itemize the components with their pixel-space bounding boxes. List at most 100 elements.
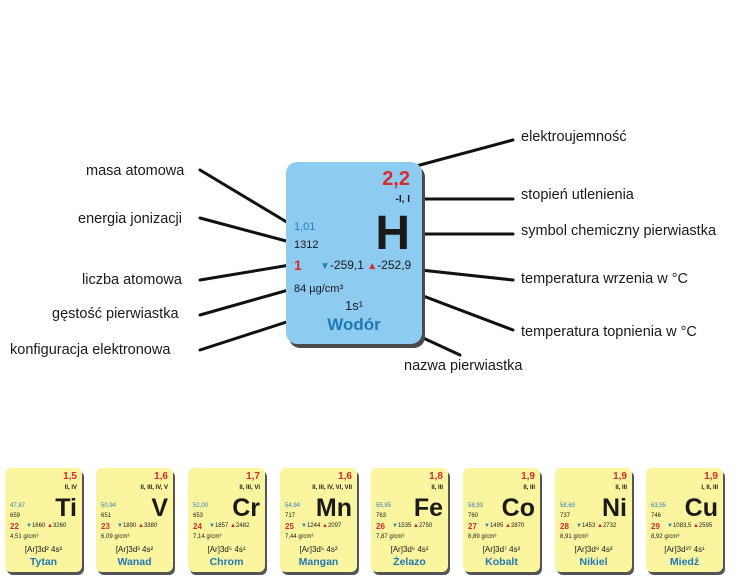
tile-atomic-mass: 50,94 bbox=[101, 503, 117, 509]
label-electronegativity: elektroujemność bbox=[521, 129, 627, 145]
tile-configuration: [Ar]3d¹⁰ 4s¹ bbox=[664, 545, 705, 554]
tile-temperatures: ▼1244 ▲2097 bbox=[301, 523, 341, 529]
label-density: gęstość pierwiastka bbox=[52, 306, 179, 322]
tile-boiling: 2870 bbox=[510, 523, 525, 529]
tile-ionization: 737 bbox=[560, 513, 571, 519]
tile-symbol: Mn bbox=[315, 494, 352, 522]
tile-boiling: 3380 bbox=[143, 523, 158, 529]
tile-symbol: Cr bbox=[232, 494, 260, 522]
tile-ionization: 659 bbox=[10, 513, 21, 519]
tile-melting: 1535 bbox=[397, 523, 412, 529]
boiling-triangle-icon: ▲ bbox=[412, 523, 419, 529]
tile-atomic-number: 28 bbox=[560, 522, 569, 531]
tile-atomic-mass: 47,87 bbox=[10, 503, 26, 509]
tile-ionization: 746 bbox=[651, 513, 662, 519]
tile-temperatures: ▼1495 ▲2870 bbox=[484, 523, 524, 529]
tile-configuration: [Ar]3d⁶ 4s² bbox=[390, 545, 429, 554]
tile-boiling: 2750 bbox=[418, 523, 433, 529]
tile-electronegativity: 1,9 bbox=[521, 471, 535, 482]
label-ionization: energia jonizacji bbox=[78, 211, 182, 227]
tile-oxidation: II, III bbox=[523, 485, 535, 491]
tile-symbol: Fe bbox=[413, 494, 443, 522]
leader-atomic-mass bbox=[198, 168, 292, 226]
tile-atomic-number: 24 bbox=[193, 522, 202, 531]
tile-electronegativity: 1,8 bbox=[429, 471, 443, 482]
tile-ionization: 763 bbox=[376, 513, 387, 519]
melting-triangle-icon: ▼ bbox=[576, 523, 582, 529]
card-electronegativity: 2,2 bbox=[382, 168, 410, 190]
tile-atomic-number: 27 bbox=[468, 522, 477, 531]
tile-boiling: 2482 bbox=[235, 523, 250, 529]
card-ionization: 1312 bbox=[294, 239, 319, 251]
tile-oxidation: II, III, VI bbox=[239, 485, 260, 491]
card-melting: -259,1 bbox=[329, 258, 364, 272]
tile-density: 7,44 g/cm³ bbox=[285, 534, 314, 540]
tile-ionization: 651 bbox=[101, 513, 112, 519]
tile-density: 8,89 g/cm³ bbox=[468, 534, 497, 540]
card-atomic-mass: 1,01 bbox=[294, 221, 316, 233]
boiling-triangle-icon: ▲ bbox=[692, 523, 699, 529]
tile-atomic-number: 29 bbox=[651, 522, 660, 531]
tile-density: 8,91 g/cm³ bbox=[560, 534, 589, 540]
tile-name: Kobalt bbox=[485, 556, 518, 568]
tile-boiling: 2097 bbox=[327, 523, 342, 529]
boiling-triangle-icon: ▲ bbox=[596, 523, 603, 529]
tile-configuration: [Ar]3d⁵ 4s² bbox=[299, 545, 338, 554]
tile-symbol: Cu bbox=[684, 494, 718, 522]
tile-atomic-mass: 52,00 bbox=[193, 503, 209, 509]
tile-density: 4,51 g/cm³ bbox=[10, 534, 39, 540]
tile-density: 7,14 g/cm³ bbox=[193, 534, 222, 540]
tile-electronegativity: 1,6 bbox=[154, 471, 168, 482]
tile-electronegativity: 1,9 bbox=[704, 471, 718, 482]
tile-temperatures: ▼1857 ▲2482 bbox=[209, 523, 249, 529]
melting-triangle-icon: ▼ bbox=[209, 523, 215, 529]
card-configuration: 1s¹ bbox=[344, 298, 364, 313]
tile-atomic-number: 23 bbox=[101, 522, 110, 531]
tile-boiling: 2732 bbox=[602, 523, 617, 529]
tile-atomic-mass: 54,94 bbox=[285, 503, 301, 509]
tile-symbol: Ni bbox=[602, 494, 627, 522]
boiling-triangle-icon: ▲ bbox=[367, 261, 378, 272]
tile-boiling: 3260 bbox=[52, 523, 67, 529]
tile-configuration: [Ar]3d⁷ 4s² bbox=[482, 545, 521, 554]
tile-density: 6,09 g/cm³ bbox=[101, 534, 130, 540]
tile-melting: 1857 bbox=[214, 523, 229, 529]
tile-electronegativity: 1,6 bbox=[338, 471, 352, 482]
tile-name: Wanad bbox=[117, 556, 152, 568]
label-atomic-number: liczba atomowa bbox=[82, 272, 182, 288]
boiling-triangle-icon: ▲ bbox=[229, 523, 236, 529]
tile-ionization: 760 bbox=[468, 513, 479, 519]
tile-density: 7,87 g/cm³ bbox=[376, 534, 405, 540]
card-density: 84 µg/cm³ bbox=[294, 283, 344, 295]
tile-name: Miedź bbox=[669, 556, 700, 568]
label-oxidation: stopień utlenienia bbox=[521, 187, 634, 203]
tile-oxidation: I, II, III bbox=[701, 485, 718, 491]
tile-atomic-mass: 58,93 bbox=[468, 503, 484, 509]
tile-name: Tytan bbox=[29, 556, 58, 568]
tile-melting: 1890 bbox=[122, 523, 137, 529]
tile-electronegativity: 1,7 bbox=[246, 471, 260, 482]
tile-oxidation: II, IV bbox=[64, 485, 77, 491]
tile-configuration: [Ar]3d⁸ 4s² bbox=[574, 545, 613, 554]
tile-atomic-number: 25 bbox=[285, 522, 294, 531]
tile-atomic-mass: 58,69 bbox=[560, 503, 576, 509]
leader-ionization bbox=[198, 216, 292, 244]
tile-electronegativity: 1,5 bbox=[63, 471, 77, 482]
label-melting: temperatura topnienia w °C bbox=[521, 324, 697, 340]
tile-atomic-number: 22 bbox=[10, 522, 19, 531]
tile-symbol: Ti bbox=[55, 494, 77, 522]
tile-melting: 1660 bbox=[31, 523, 46, 529]
card-oxidation: -I, I bbox=[395, 194, 410, 205]
boiling-triangle-icon: ▲ bbox=[321, 523, 328, 529]
card-symbol: H bbox=[375, 207, 410, 260]
tile-temperatures: ▼1890 ▲3380 bbox=[117, 523, 157, 529]
label-boiling: temperatura wrzenia w °C bbox=[521, 271, 688, 287]
tile-density: 8,92 g/cm³ bbox=[651, 534, 680, 540]
tile-ionization: 653 bbox=[193, 513, 204, 519]
